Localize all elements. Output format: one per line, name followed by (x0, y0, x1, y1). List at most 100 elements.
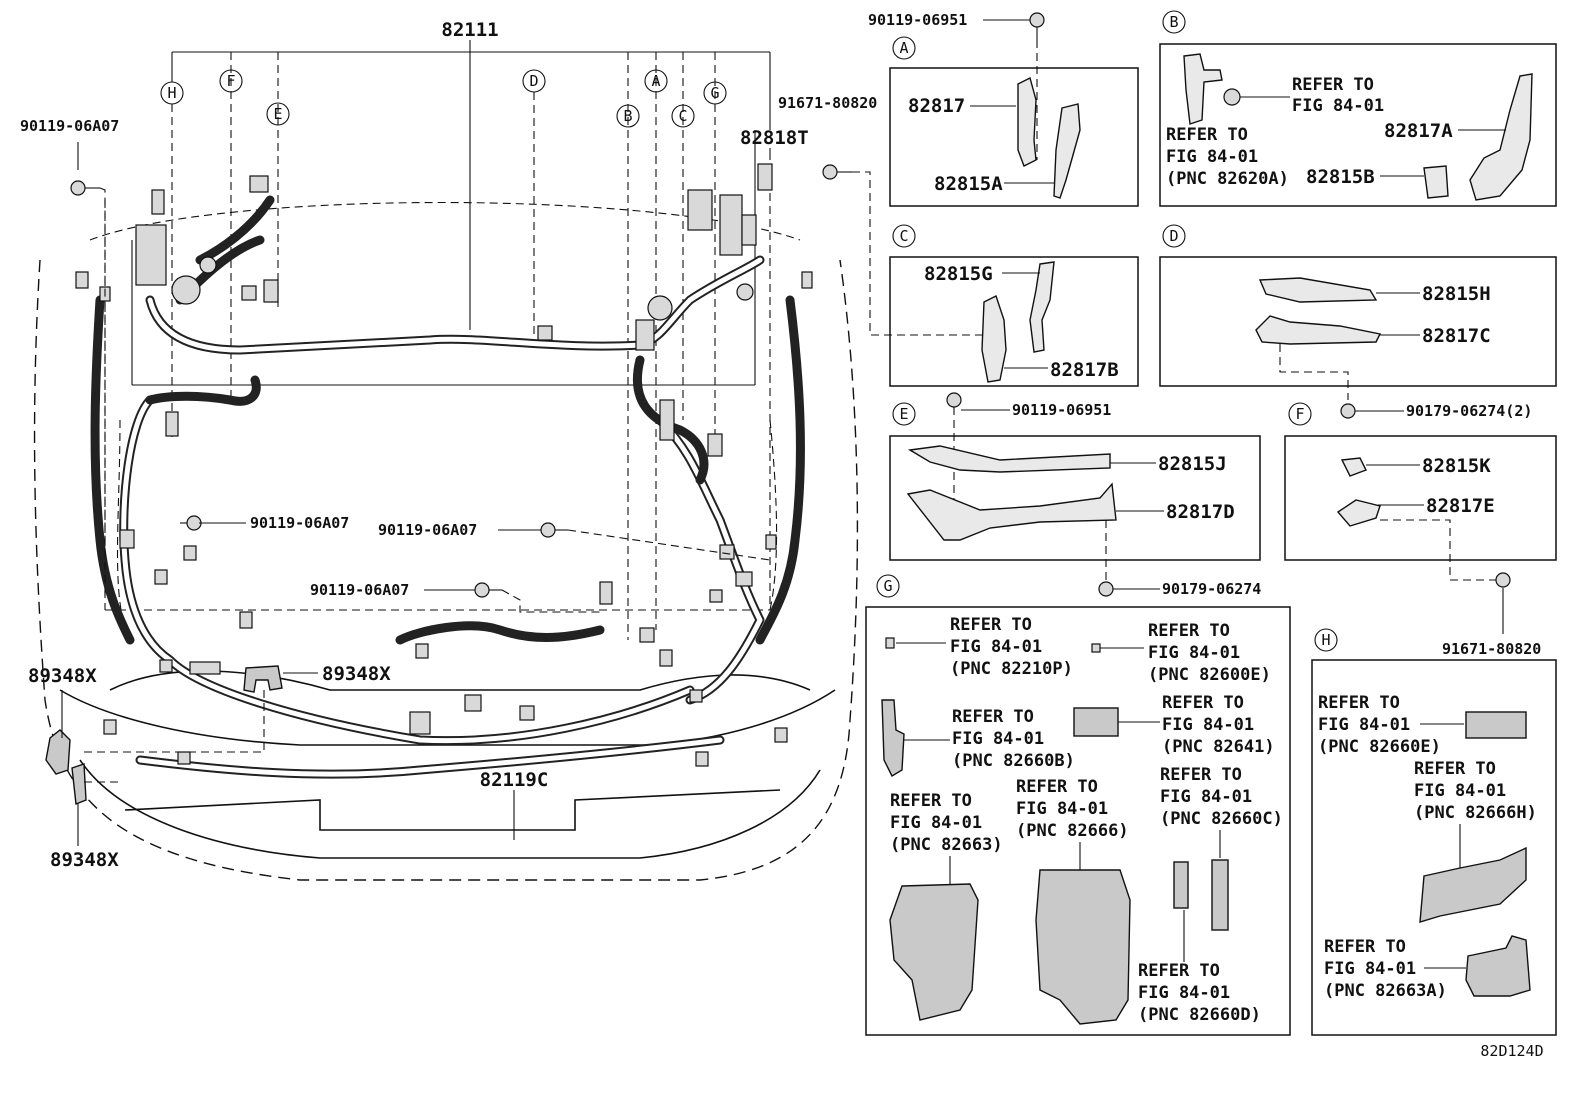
label-clip-mid: 89348X (322, 663, 391, 685)
part-82818t (757, 163, 773, 191)
label-clip-d: 90179-06274(2) (1406, 402, 1532, 420)
g-ref4-line1: REFER TO (890, 791, 972, 811)
label-82818t: 82818T (740, 127, 809, 149)
callout-e: E (273, 105, 282, 123)
body-outline (33, 259, 859, 881)
part-82641 (1073, 707, 1119, 737)
label-bolt-left-top: 90119-06A07 (20, 117, 119, 135)
h-ref0-line1: REFER TO (1318, 693, 1400, 713)
panel-f: F 82815K 82817E 91671-80820 (1284, 402, 1557, 658)
part-82817d (906, 482, 1117, 541)
part-82817a (1469, 73, 1533, 201)
panel-a-letter: A (899, 39, 908, 57)
bumper-line (59, 689, 836, 746)
g-ref2-line3: (PNC 82660B) (952, 751, 1075, 771)
g-ref3-line1: REFER TO (1162, 693, 1244, 713)
panel-d: D 82815H 82817C 90179-06274(2) (1159, 224, 1557, 420)
clip-icon (1223, 88, 1241, 106)
label-82815b: 82815B (1306, 166, 1375, 188)
g-ref5-line1: REFER TO (1016, 777, 1098, 797)
panel-b-ref2-line2: FIG 84-01 (1166, 147, 1258, 167)
panel-b-ref1-line1: REFER TO (1292, 75, 1374, 95)
part-82817 (1017, 76, 1037, 167)
radiator-support (109, 670, 811, 691)
bolt-icon (70, 12, 1045, 598)
part-82815j (907, 445, 1111, 473)
panel-h: H REFER TO FIG 84-01 (PNC 82660E) REFER … (1311, 628, 1557, 1036)
part-82815b (1423, 165, 1449, 199)
part-82817c (1255, 315, 1382, 345)
panel-b-ref1-line2: FIG 84-01 (1292, 96, 1384, 116)
part-82817e (1336, 499, 1381, 527)
h-ref2-line2: FIG 84-01 (1324, 959, 1416, 979)
part-82660d (1173, 861, 1189, 909)
label-bolt-e: 90119-06951 (1012, 401, 1111, 419)
label-82817d: 82817D (1166, 501, 1235, 523)
g-ref1-line2: FIG 84-01 (1148, 643, 1240, 663)
g-ref7-line1: REFER TO (1138, 961, 1220, 981)
label-clip-left: 89348X (28, 665, 97, 687)
panel-c: C 82815G 82817B (889, 224, 1139, 387)
label-82817b: 82817B (1050, 359, 1119, 381)
label-clip-e: 90179-06274 (1162, 580, 1261, 598)
callout-d: D (529, 72, 538, 90)
h-ref1-line1: REFER TO (1414, 759, 1496, 779)
g-ref3-line2: FIG 84-01 (1162, 715, 1254, 735)
fender-dashed (116, 419, 778, 641)
g-ref6-line2: FIG 84-01 (1160, 787, 1252, 807)
panel-g-letter: G (883, 577, 892, 595)
label-82815k: 82815K (1422, 455, 1491, 477)
g-ref4-line2: FIG 84-01 (890, 813, 982, 833)
panel-b: B REFER TO FIG 84-01 REFER TO FIG 84-01 … (1159, 10, 1557, 207)
part-82666h (1419, 846, 1527, 923)
clip-89348x-left (45, 729, 71, 775)
g-ref7-line2: FIG 84-01 (1138, 983, 1230, 1003)
part-82666 (1035, 869, 1131, 1025)
lower-valance (79, 759, 821, 859)
g-ref2-line2: FIG 84-01 (952, 729, 1044, 749)
label-bolt-lower: 90119-06A07 (310, 581, 409, 599)
figure-id: 82D124D (1480, 1042, 1543, 1060)
label-82111: 82111 (441, 19, 498, 41)
part-82815h (1258, 277, 1378, 303)
label-82119c: 82119C (480, 769, 549, 791)
label-bolt-top: 90119-06951 (868, 11, 967, 29)
part-82660c (1211, 859, 1229, 931)
label-82815j: 82815J (1158, 453, 1227, 475)
bolt-icon (946, 392, 962, 408)
panel-f-letter: F (1295, 405, 1304, 423)
g-ref1-line3: (PNC 82600E) (1148, 665, 1271, 685)
g-ref5-line3: (PNC 82666) (1016, 821, 1129, 841)
label-82815a: 82815A (934, 173, 1003, 195)
part-82660b (881, 699, 905, 777)
part-82815g (1029, 261, 1055, 353)
panel-h-letter: H (1321, 631, 1330, 649)
screw-icon (1495, 572, 1511, 588)
h-ref0-line3: (PNC 82660E) (1318, 737, 1441, 757)
main-harness-view (33, 12, 1045, 881)
h-ref0-line2: FIG 84-01 (1318, 715, 1410, 735)
label-82817c: 82817C (1422, 325, 1491, 347)
g-ref0-line3: (PNC 82210P) (950, 659, 1073, 679)
panel-g: G REFER TO FIG 84-01 (PNC 82210P) REFER … (865, 574, 1291, 1036)
label-clip-left-low: 89348X (50, 849, 119, 871)
panel-d-letter: D (1169, 227, 1178, 245)
clip-89348x-mid (243, 665, 283, 693)
label-screw-f: 91671-80820 (1442, 640, 1541, 658)
label-82817e: 82817E (1426, 495, 1495, 517)
g-ref0-line1: REFER TO (950, 615, 1032, 635)
callout-c: C (678, 107, 687, 125)
part-82663a (1465, 935, 1531, 997)
g-ref1-line1: REFER TO (1148, 621, 1230, 641)
g-ref0-line2: FIG 84-01 (950, 637, 1042, 657)
callout-f: F (226, 72, 235, 90)
h-ref2-line1: REFER TO (1324, 937, 1406, 957)
label-82817: 82817 (908, 95, 965, 117)
clip-icon (1340, 403, 1356, 419)
part-82663 (889, 883, 979, 1021)
g-ref5-line2: FIG 84-01 (1016, 799, 1108, 819)
h-ref2-line3: (PNC 82663A) (1324, 981, 1447, 1001)
panel-a: A 82817 82815A (889, 36, 1139, 207)
